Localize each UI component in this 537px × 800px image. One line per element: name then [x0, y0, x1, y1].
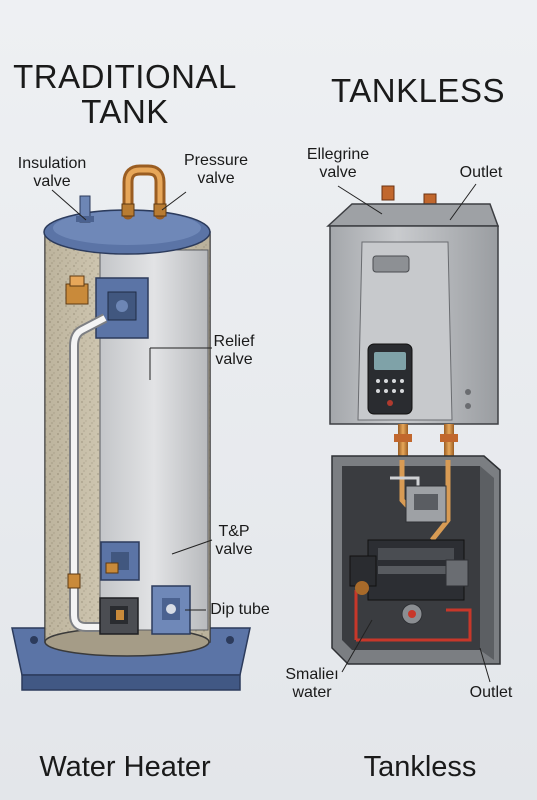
valve-icon	[99, 597, 139, 635]
title-traditional-line1: TRADITIONAL	[13, 58, 237, 95]
label-insulation-valve-line2: valve	[33, 172, 71, 190]
footer-tankless: Tankless	[363, 751, 477, 783]
title-traditional: TRADITIONAL TANK	[10, 58, 240, 130]
footer-water-heater: Water Heater	[39, 751, 211, 783]
label-insulation-valve: Insulation valve	[4, 155, 100, 190]
label-relief-valve: Relief valve	[204, 333, 264, 368]
label-tp-valve-line1: T&P	[218, 523, 250, 540]
valve-icon	[76, 195, 94, 223]
heat-exchanger-icon	[331, 455, 501, 665]
pressure-pipe	[121, 164, 167, 220]
label-dip-tube: Dip tube	[210, 601, 270, 618]
discharge-pipe	[67, 313, 108, 632]
valve-icon	[65, 275, 149, 339]
control-panel-icon	[367, 343, 413, 415]
label-pressure-valve-line2: valve	[197, 169, 235, 187]
label-ellegrine-valve: Ellegrine valve	[290, 146, 386, 181]
label-pressure-valve-line1: Pressure	[183, 152, 249, 169]
tankless-unit-icon	[326, 185, 500, 425]
valve-icon	[100, 541, 140, 581]
label-tp-valve: T&P valve	[204, 523, 264, 558]
label-smaller-water-line1: Smalieı	[285, 666, 339, 683]
label-relief-valve-line2: valve	[215, 350, 253, 368]
label-ellegrine-valve-line2: valve	[319, 163, 357, 181]
label-ellegrine-valve-line1: Ellegrine	[306, 146, 370, 163]
connector-pipes	[394, 424, 458, 460]
leader-lines-right	[337, 183, 491, 683]
title-tankless: TANKLESS	[331, 72, 505, 109]
label-outlet-bottom: Outlet	[469, 684, 513, 701]
valve-icon	[151, 585, 191, 635]
label-relief-valve-line1: Relief	[213, 333, 255, 350]
label-outlet-top: Outlet	[459, 164, 503, 181]
label-insulation-valve-line1: Insulation	[17, 155, 87, 172]
label-pressure-valve: Pressure valve	[168, 152, 264, 187]
label-smaller-water-line2: water	[292, 683, 332, 701]
title-traditional-line2: TANK	[81, 92, 169, 130]
label-smaller-water: Smalieı water	[270, 666, 354, 701]
leader-lines-left	[51, 189, 213, 611]
label-tp-valve-line2: valve	[215, 540, 253, 558]
